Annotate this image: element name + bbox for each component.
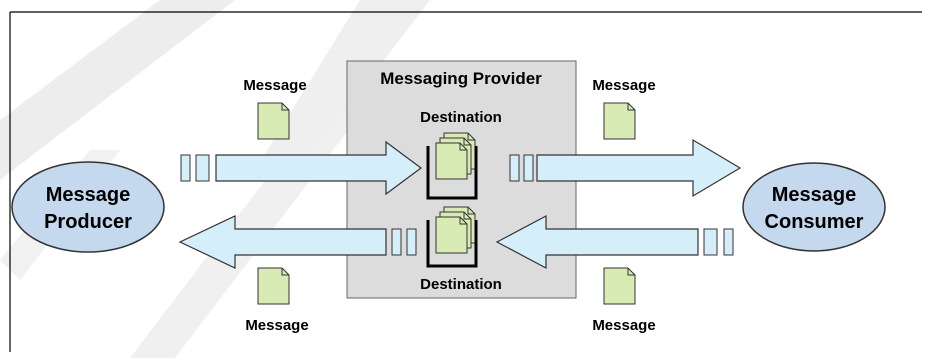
destination-bottom-label: Destination (420, 276, 502, 293)
message-label-bottom-right: Message (592, 317, 655, 334)
message-doc-top-right (603, 102, 636, 140)
producer-label-line1: Message (46, 184, 131, 206)
message-doc-bottom-right (603, 267, 636, 305)
destination-top-label: Destination (420, 109, 502, 126)
arrow-producer-to-provider (180, 140, 423, 196)
consumer-label-line2: Consumer (765, 211, 864, 233)
arrow-provider-to-consumer (509, 138, 742, 198)
message-doc-bottom-left (257, 267, 290, 305)
destination-top-queue (426, 132, 478, 200)
message-producer-ellipse (11, 161, 165, 253)
message-label-bottom-left: Message (245, 317, 308, 334)
message-label-top-left: Message (243, 77, 306, 94)
message-doc-top-left (257, 102, 290, 140)
frame-border (9, 11, 922, 352)
message-label-top-right: Message (592, 77, 655, 94)
producer-label-line2: Producer (44, 211, 132, 233)
consumer-label-line1: Message (772, 184, 857, 206)
message-consumer-ellipse (742, 162, 886, 252)
destination-bottom-queue (426, 206, 478, 268)
arrow-consumer-to-provider (495, 215, 734, 269)
provider-title: Messaging Provider (380, 69, 542, 88)
arrow-provider-to-producer (178, 215, 417, 269)
